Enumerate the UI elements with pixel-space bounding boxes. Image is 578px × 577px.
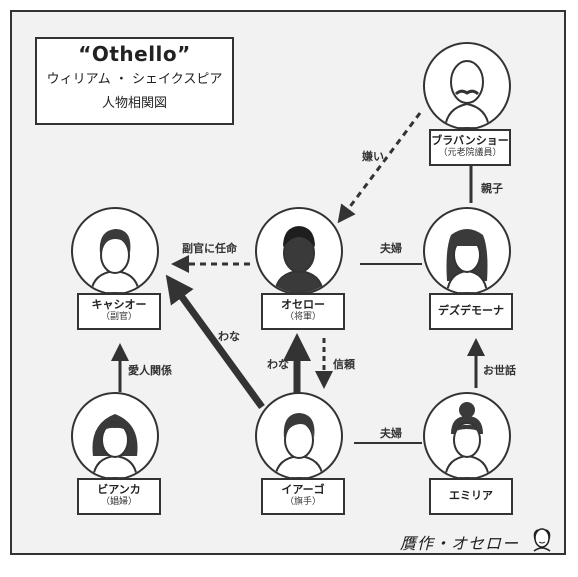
signature: 贋作・オセロー bbox=[400, 534, 520, 553]
play-title: “Othello” bbox=[78, 42, 191, 66]
title-box: “Othello” ウィリアム ・ シェイクスピア 人物相関図 bbox=[35, 37, 234, 125]
othello-portrait bbox=[255, 207, 343, 295]
author-name: ウィリアム ・ シェイクスピア bbox=[46, 72, 223, 87]
cassio-portrait bbox=[71, 207, 159, 295]
chart-subtitle: 人物相関図 bbox=[101, 96, 167, 111]
label-appoint: 副官に任命 bbox=[182, 242, 237, 255]
bianca-label: ビアンカ （娼婦） bbox=[77, 478, 161, 515]
brabantio-portrait bbox=[423, 42, 511, 130]
bianca-role: （娼婦） bbox=[100, 496, 137, 507]
desdemona-portrait bbox=[423, 207, 511, 295]
cassio-name: キャシオー bbox=[91, 298, 147, 311]
trap-arrow-cassio bbox=[165, 274, 265, 410]
label-married-bottom: 夫婦 bbox=[380, 427, 402, 440]
cassio-label: キャシオー （副官） bbox=[77, 293, 161, 330]
label-parent-child: 親子 bbox=[481, 182, 503, 195]
label-lovers: 愛人関係 bbox=[128, 364, 172, 377]
emilia-name: エミリア bbox=[449, 489, 493, 502]
desdemona-label: デズデモーナ bbox=[429, 293, 513, 330]
bianca-name: ビアンカ bbox=[97, 483, 141, 496]
iago-role: （旗手） bbox=[284, 496, 321, 507]
label-married-top: 夫婦 bbox=[380, 242, 402, 255]
bianca-portrait bbox=[71, 392, 159, 480]
brabantio-label: ブラバンショー （元老院議員） bbox=[429, 129, 511, 166]
desdemona-name: デズデモーナ bbox=[438, 304, 504, 317]
label-trust: 信頼 bbox=[333, 358, 355, 371]
brabantio-role: （元老院議員） bbox=[438, 147, 502, 158]
emilia-portrait bbox=[423, 392, 511, 480]
label-trap-left: わな bbox=[218, 330, 240, 343]
iago-name: イアーゴ bbox=[281, 483, 325, 496]
hate-arrow bbox=[337, 112, 422, 224]
othello-name: オセロー bbox=[281, 298, 325, 311]
label-care: お世話 bbox=[483, 364, 516, 377]
emilia-label: エミリア bbox=[429, 478, 513, 515]
othello-role: （将軍） bbox=[284, 311, 321, 322]
iago-portrait bbox=[255, 392, 343, 480]
othello-label: オセロー （将軍） bbox=[261, 293, 345, 330]
brabantio-name: ブラバンショー bbox=[431, 134, 509, 147]
cassio-role: （副官） bbox=[100, 311, 137, 322]
label-hate: 嫌い bbox=[362, 150, 384, 163]
label-trap-up: わな bbox=[267, 358, 289, 371]
shakespeare-icon bbox=[530, 527, 554, 553]
iago-label: イアーゴ （旗手） bbox=[261, 478, 345, 515]
